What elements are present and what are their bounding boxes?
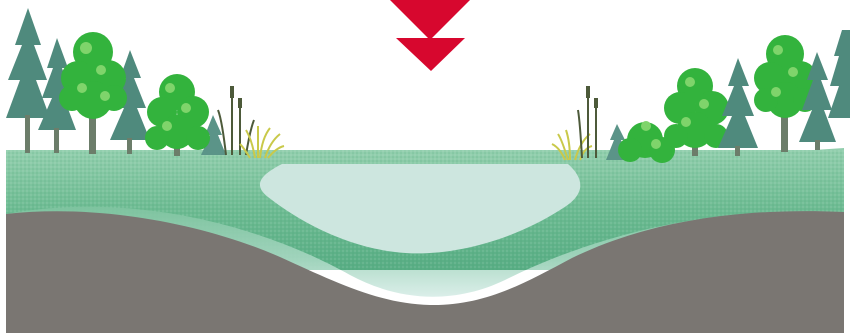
right-vegetation	[552, 30, 850, 163]
down-arrow-icon	[390, 0, 470, 71]
cattail-reed-icon	[218, 86, 254, 155]
cattail-reed-icon	[578, 86, 598, 158]
conifer-tree-icon	[828, 30, 850, 118]
conifer-tree-icon	[6, 8, 50, 153]
deciduous-tree-icon	[145, 74, 210, 156]
deciduous-tree-icon	[664, 68, 729, 156]
left-vegetation	[6, 8, 284, 158]
